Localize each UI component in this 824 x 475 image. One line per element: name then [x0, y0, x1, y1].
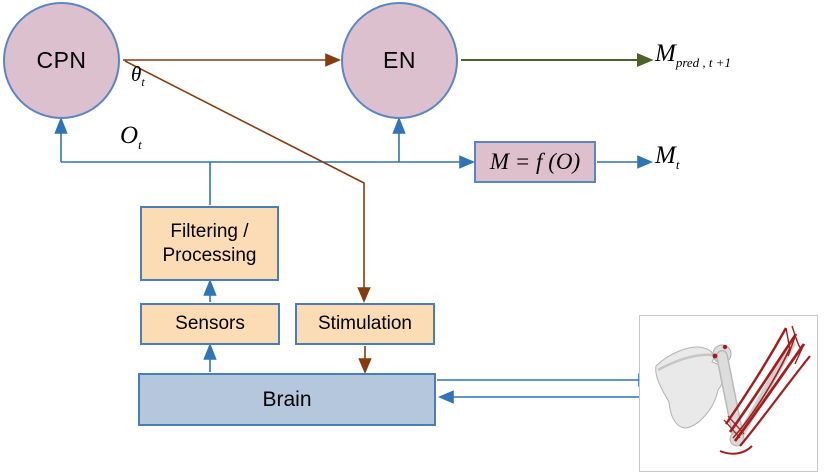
- en-node: EN: [341, 2, 458, 119]
- observation-label: Ot: [120, 122, 142, 153]
- arrow-sensors-to-filtering: [203, 278, 217, 296]
- arrow-to-mt: [637, 155, 654, 169]
- sensors-box: Sensors: [140, 303, 280, 345]
- arrow-into-en: [392, 116, 406, 134]
- obs-base: O: [120, 122, 139, 149]
- m-t-base: M: [655, 142, 676, 169]
- m-pred-sub: pred , t +1: [675, 55, 732, 70]
- equation-box: M = f (O): [474, 141, 596, 183]
- arrow-brain-to-sensors: [203, 342, 217, 360]
- filtering-line2: Processing: [162, 244, 257, 266]
- m-t-sub: t: [675, 157, 680, 172]
- arrow-arm-to-brain: [437, 390, 454, 404]
- m-pred-label: Mpred , t +1: [655, 40, 731, 71]
- brain-box: Brain: [138, 373, 436, 426]
- theta-t-label: θt: [131, 62, 145, 90]
- cpn-label: CPN: [36, 47, 87, 73]
- stimulation-box: Stimulation: [295, 303, 435, 345]
- arm-model-drawing: [655, 325, 811, 455]
- arrow-to-mpred: [637, 52, 654, 68]
- scapula-bone: [655, 346, 724, 429]
- muscle-attachment-dot: [712, 353, 718, 359]
- stimulation-label: Stimulation: [318, 313, 412, 335]
- filtering-processing-box: Filtering / Processing: [140, 206, 279, 281]
- muscle-attachment-dot2: [722, 344, 728, 350]
- theta-base: θ: [131, 62, 142, 86]
- obs-sub: t: [138, 137, 142, 152]
- brain-label: Brain: [262, 387, 312, 411]
- en-label: EN: [383, 47, 416, 73]
- arrow-into-stimulation: [357, 287, 371, 304]
- arrow-into-equation: [459, 155, 476, 169]
- arrow-stimulation-to-brain: [358, 358, 372, 375]
- filtering-line1: Filtering /: [170, 220, 249, 242]
- prediction-arrow: [461, 52, 654, 68]
- m-pred-base: M: [655, 40, 676, 67]
- equation-label: M = f (O): [489, 149, 581, 174]
- m-t-label: Mt: [655, 142, 679, 173]
- cpn-node: CPN: [3, 2, 120, 119]
- arrow-into-cpn: [54, 116, 68, 134]
- arrow-cpn-to-en: [325, 53, 342, 67]
- sensors-label: Sensors: [175, 313, 245, 335]
- theta-sub: t: [141, 75, 145, 89]
- forearm-muscles: [719, 325, 811, 455]
- musculoskeletal-arm-image: [639, 315, 818, 472]
